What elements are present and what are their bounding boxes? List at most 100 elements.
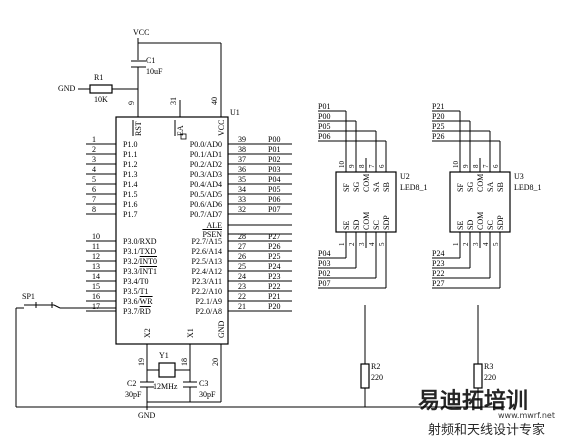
r3-value: 220 bbox=[484, 373, 496, 382]
u2-top-net-label: P00 bbox=[318, 112, 330, 121]
u1-left-pin-name: P1.0 bbox=[123, 140, 137, 149]
u1-bottom-pin-num: 19 bbox=[137, 358, 146, 366]
u1-right-pin-num: 23 bbox=[238, 282, 246, 291]
u3-top-pin-name: SF bbox=[456, 183, 465, 192]
u1-right-net-label: P26 bbox=[268, 242, 280, 251]
u3-top-pin-name: SB bbox=[496, 182, 505, 192]
u1-left-pin-name: P3.5/T1 bbox=[123, 287, 149, 296]
u1-left-pin-num: 5 bbox=[92, 175, 96, 184]
u3-bottom-pin-name: SE bbox=[456, 221, 465, 230]
u1-left-pin-name: P1.5 bbox=[123, 190, 137, 199]
u2-bottom-net-label: P07 bbox=[318, 279, 330, 288]
power-reset-section: VCC C1 10uF GND R1 10K bbox=[58, 28, 222, 117]
u1-left-pin-name: P1.7 bbox=[123, 210, 137, 219]
u1-right-pin-name: PSEN bbox=[202, 230, 222, 239]
u2-bottom-pin-num: 3 bbox=[358, 242, 366, 246]
u1-left-pin-num: 2 bbox=[92, 145, 96, 154]
u1-right-net-label: P04 bbox=[268, 175, 280, 184]
u3-bottom-pin-name: SC bbox=[486, 220, 495, 230]
oscillator-section: Y1 12MHz C2 30pF C3 30pF GND bbox=[16, 344, 505, 420]
u1-right-pin-num: 37 bbox=[238, 155, 246, 164]
r1-value: 10K bbox=[94, 95, 108, 104]
u1-left-pin-num: 17 bbox=[92, 302, 100, 311]
u1-right-pin-name: P2.6/A14 bbox=[192, 247, 222, 256]
u3-name: U3 bbox=[514, 172, 524, 181]
u1-left-pin-num: 8 bbox=[92, 205, 96, 214]
u1-left-pin-num: 1 bbox=[92, 135, 96, 144]
u1-top-pin-num: 9 bbox=[127, 101, 136, 105]
u1-right-net-label: P21 bbox=[268, 292, 280, 301]
u1-right-pin-name: P2.0/A8 bbox=[196, 307, 222, 316]
u2-bottom-pin-name: SDP bbox=[382, 215, 391, 230]
led-display-u2: U2LED8_1SF10SG9COM8SA7SB6SE1SD2COM3SC4SD… bbox=[318, 102, 428, 289]
u3-top-net-label: P25 bbox=[432, 122, 444, 131]
u3-bottom-net-label: P23 bbox=[432, 259, 444, 268]
u1-left-pin-name: P1.6 bbox=[123, 200, 137, 209]
u1-right-pin-num: 21 bbox=[238, 302, 246, 311]
u2-top-pin-name: SB bbox=[382, 182, 391, 192]
u1-left-pin-num: 10 bbox=[92, 232, 100, 241]
u3-top-net-label: P21 bbox=[432, 102, 444, 111]
u1-left-pin-num: 16 bbox=[92, 292, 100, 301]
u1-left-pin-name: P3.6/WR bbox=[123, 297, 153, 306]
u1-right-pin-num: 22 bbox=[238, 292, 246, 301]
c2-value: 30pF bbox=[125, 390, 142, 399]
u1-bottom-pin-num: 18 bbox=[180, 358, 189, 366]
u1-right-net-label: P24 bbox=[268, 262, 280, 271]
u2-bottom-pin-name: COM bbox=[362, 212, 371, 230]
u2-top-pin-name: COM bbox=[362, 174, 371, 192]
u1-right-net-label: P01 bbox=[268, 145, 280, 154]
u1-left-pin-num: 13 bbox=[92, 262, 100, 271]
u1-right-pin-name: P0.4/AD4 bbox=[190, 180, 222, 189]
u1-left-pin-num: 6 bbox=[92, 185, 96, 194]
u1-right-pin-name: P2.2/A10 bbox=[192, 287, 222, 296]
u2-bottom-net-label: P02 bbox=[318, 269, 330, 278]
u1-top-pin-num: 31 bbox=[169, 97, 178, 105]
u3-top-pin-num: 6 bbox=[492, 164, 500, 168]
u1-name: U1 bbox=[230, 108, 240, 117]
c2-name: C2 bbox=[127, 379, 136, 388]
u2-top-net-label: P05 bbox=[318, 122, 330, 131]
u1-left-pin-name: P3.1/TXD bbox=[123, 247, 156, 256]
u1-top-pin-name: VCC bbox=[217, 120, 226, 136]
r2-name: R2 bbox=[371, 362, 380, 371]
switch-sp1: SP1 bbox=[15, 292, 116, 407]
u1-left-pin-name: P1.3 bbox=[123, 170, 137, 179]
u1-right-net-label: P20 bbox=[268, 302, 280, 311]
u2-part: LED8_1 bbox=[400, 183, 428, 192]
u1-right-pin-name: P2.1/A9 bbox=[196, 297, 222, 306]
y1-name: Y1 bbox=[159, 351, 169, 360]
u2-bottom-pin-num: 1 bbox=[338, 242, 346, 246]
u1-right-pin-name: P0.7/AD7 bbox=[190, 210, 222, 219]
u3-top-net-label: P20 bbox=[432, 112, 444, 121]
led-display-u3: U3LED8_1SF10SG9COM8SA7SB6SE1SD2COM3SC4SD… bbox=[432, 102, 542, 289]
u2-bottom-pin-name: SD bbox=[352, 220, 361, 230]
resistor-r3: R3 220 bbox=[473, 305, 496, 407]
u1-right-pin-name: P2.5/A13 bbox=[192, 257, 222, 266]
u3-bottom-pin-name: SDP bbox=[496, 215, 505, 230]
u2-top-pin-num: 8 bbox=[358, 164, 366, 168]
u1-left-pin-name: P1.1 bbox=[123, 150, 137, 159]
u1-top-pin-num: 40 bbox=[210, 97, 219, 105]
u1-left-pin-name: P3.7/RD bbox=[123, 307, 151, 316]
u1-right-pin-name: P0.1/AD1 bbox=[190, 150, 222, 159]
u2-top-net-label: P01 bbox=[318, 102, 330, 111]
y1-value: 12MHz bbox=[153, 382, 178, 391]
u2-bottom-pin-num: 4 bbox=[368, 242, 376, 246]
u2-top-pin-name: SF bbox=[342, 183, 351, 192]
u1-right-pin-name: P0.0/AD0 bbox=[190, 140, 222, 149]
u3-bottom-pin-num: 5 bbox=[492, 242, 500, 246]
resistor-r2: R2 220 bbox=[360, 305, 383, 407]
u1-left-pin-name: P3.0/RXD bbox=[123, 237, 157, 246]
u1-right-pin-num: 33 bbox=[238, 195, 246, 204]
u1-left-pin-name: P1.2 bbox=[123, 160, 137, 169]
u3-top-pin-num: 8 bbox=[472, 164, 480, 168]
u1-right-net-label: P05 bbox=[268, 185, 280, 194]
u1-left-pin-num: 4 bbox=[92, 165, 96, 174]
u1-right-pin-num: 25 bbox=[238, 262, 246, 271]
u1-right-pin-name: P2.7/A15 bbox=[192, 237, 222, 246]
u1-left-pin-num: 12 bbox=[92, 252, 100, 261]
u1-right-net-label: P02 bbox=[268, 155, 280, 164]
u2-top-pin-name: SA bbox=[372, 182, 381, 192]
